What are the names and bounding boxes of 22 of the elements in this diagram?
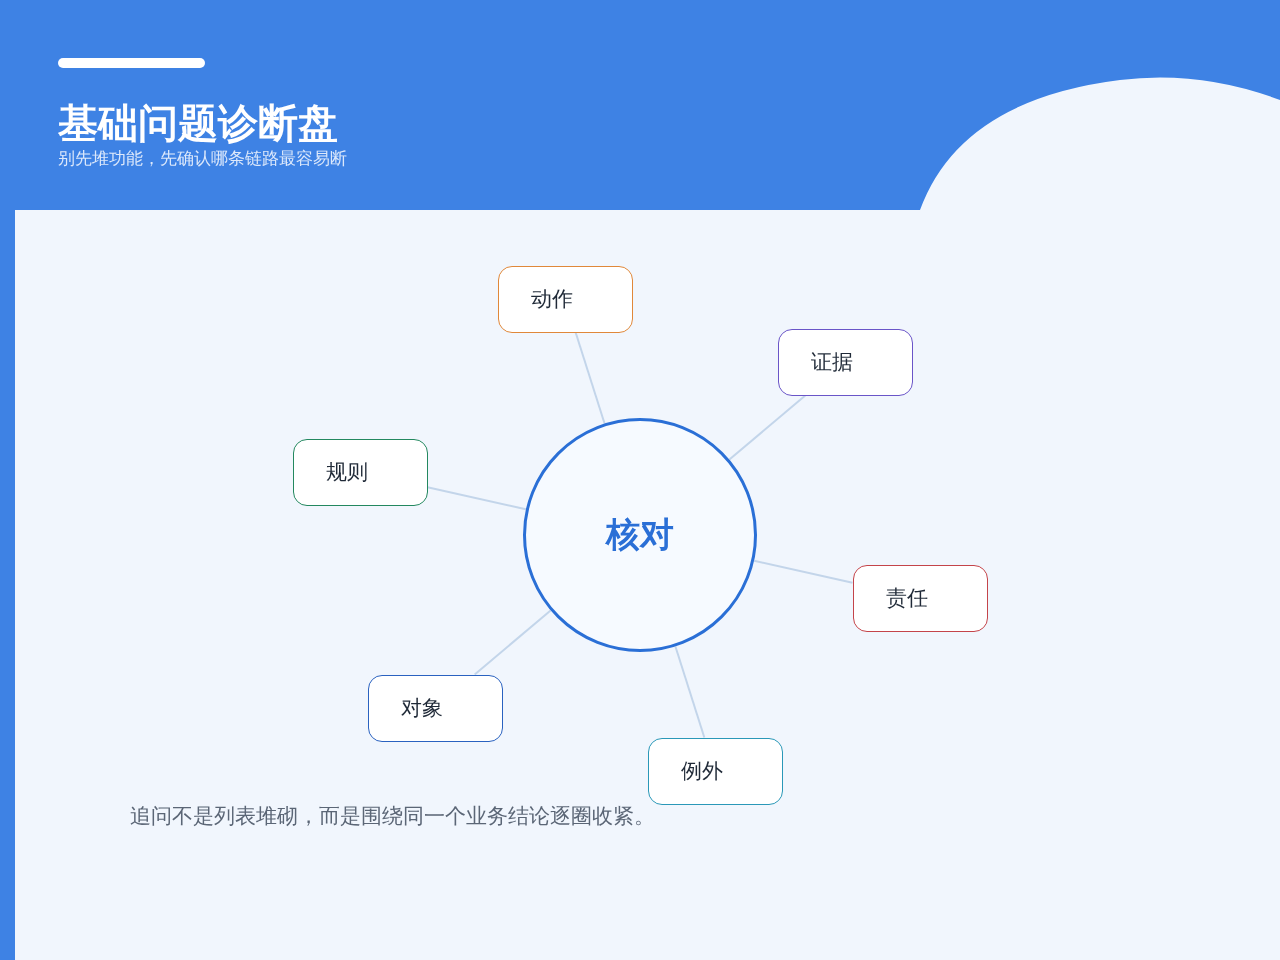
- caption: 追问不是列表堆砌，而是围绕同一个业务结论逐圈收紧。: [130, 803, 655, 830]
- connector-line: [574, 331, 606, 425]
- hub-label: 核对: [606, 513, 674, 556]
- connector-line: [473, 609, 552, 676]
- topic-box: [647, 737, 783, 805]
- topic-label: 例外: [680, 758, 723, 785]
- connector-line: [728, 394, 807, 461]
- topic-box: [777, 328, 913, 396]
- topic-box: [852, 564, 988, 632]
- topic-label: 证据: [810, 349, 853, 376]
- title: 基础问题诊断盘: [58, 99, 338, 148]
- topic-label: 责任: [885, 585, 928, 612]
- topic-label: 对象: [400, 695, 443, 722]
- topic-box: [497, 265, 633, 333]
- subtitle: 别先堆功能，先确认哪条链路最容易断: [58, 147, 347, 170]
- connector-line: [426, 486, 527, 511]
- topic-box: [292, 438, 428, 506]
- topic-label: 规则: [325, 459, 368, 486]
- topic-label: 动作: [530, 286, 573, 313]
- connector-line: [674, 645, 706, 739]
- connector-line: [753, 559, 854, 584]
- topic-box: [367, 674, 503, 742]
